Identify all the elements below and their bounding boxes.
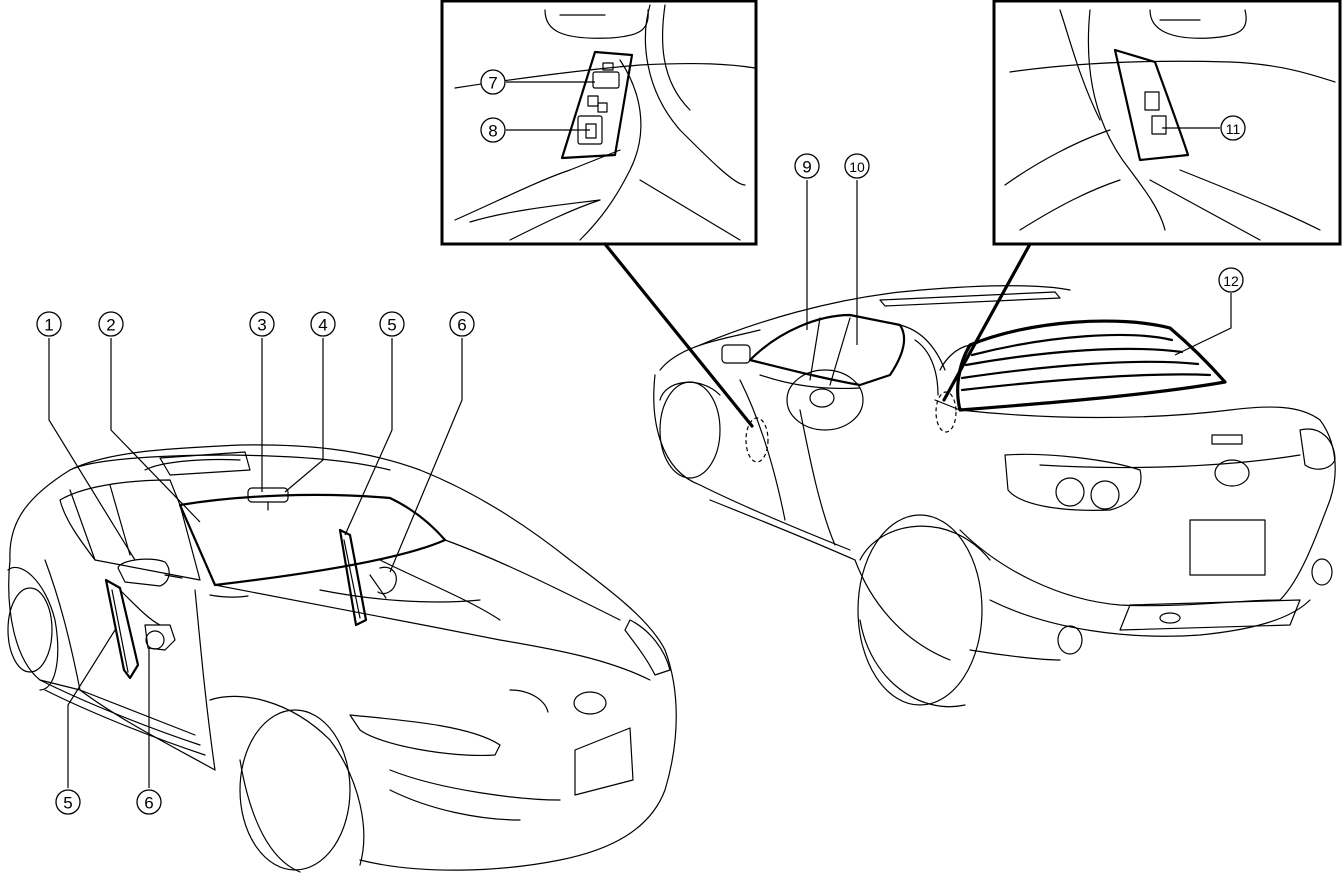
svg-text:1: 1: [44, 316, 53, 335]
callout-7: 7: [480, 69, 506, 95]
callout-6-bottom: 6: [136, 789, 162, 815]
inset-pointer-passenger: [942, 242, 1032, 402]
callout-8: 8: [480, 117, 506, 143]
callout-2: 2: [98, 311, 124, 337]
svg-text:5: 5: [387, 316, 396, 335]
callout-4: 4: [310, 311, 336, 337]
svg-text:4: 4: [318, 316, 327, 335]
callout-12: 12: [1218, 267, 1244, 293]
svg-text:12: 12: [1223, 273, 1239, 289]
svg-text:2: 2: [106, 316, 115, 335]
front-car-illustration: [7, 444, 677, 873]
svg-text:7: 7: [488, 74, 497, 93]
rear-car-illustration: [653, 285, 1336, 708]
callout-11: 11: [1220, 115, 1246, 141]
callout-9: 9: [794, 153, 820, 179]
callout-1: 1: [36, 311, 62, 337]
svg-text:6: 6: [144, 794, 153, 813]
svg-text:8: 8: [488, 122, 497, 141]
callout-10: 10: [844, 153, 870, 179]
callout-5-bottom: 5: [55, 789, 81, 815]
svg-text:5: 5: [63, 794, 72, 813]
inset-passenger-switch: [992, 0, 1342, 246]
callout-5-top: 5: [379, 311, 405, 337]
svg-text:10: 10: [849, 159, 865, 175]
leader-lines: [48, 81, 1232, 788]
svg-text:3: 3: [257, 316, 266, 335]
svg-text:6: 6: [457, 316, 466, 335]
callout-6-top: 6: [449, 311, 475, 337]
callout-3: 3: [249, 311, 275, 337]
svg-text:11: 11: [1226, 121, 1241, 137]
inset-pointer-driver: [603, 242, 754, 428]
svg-text:9: 9: [802, 158, 811, 177]
